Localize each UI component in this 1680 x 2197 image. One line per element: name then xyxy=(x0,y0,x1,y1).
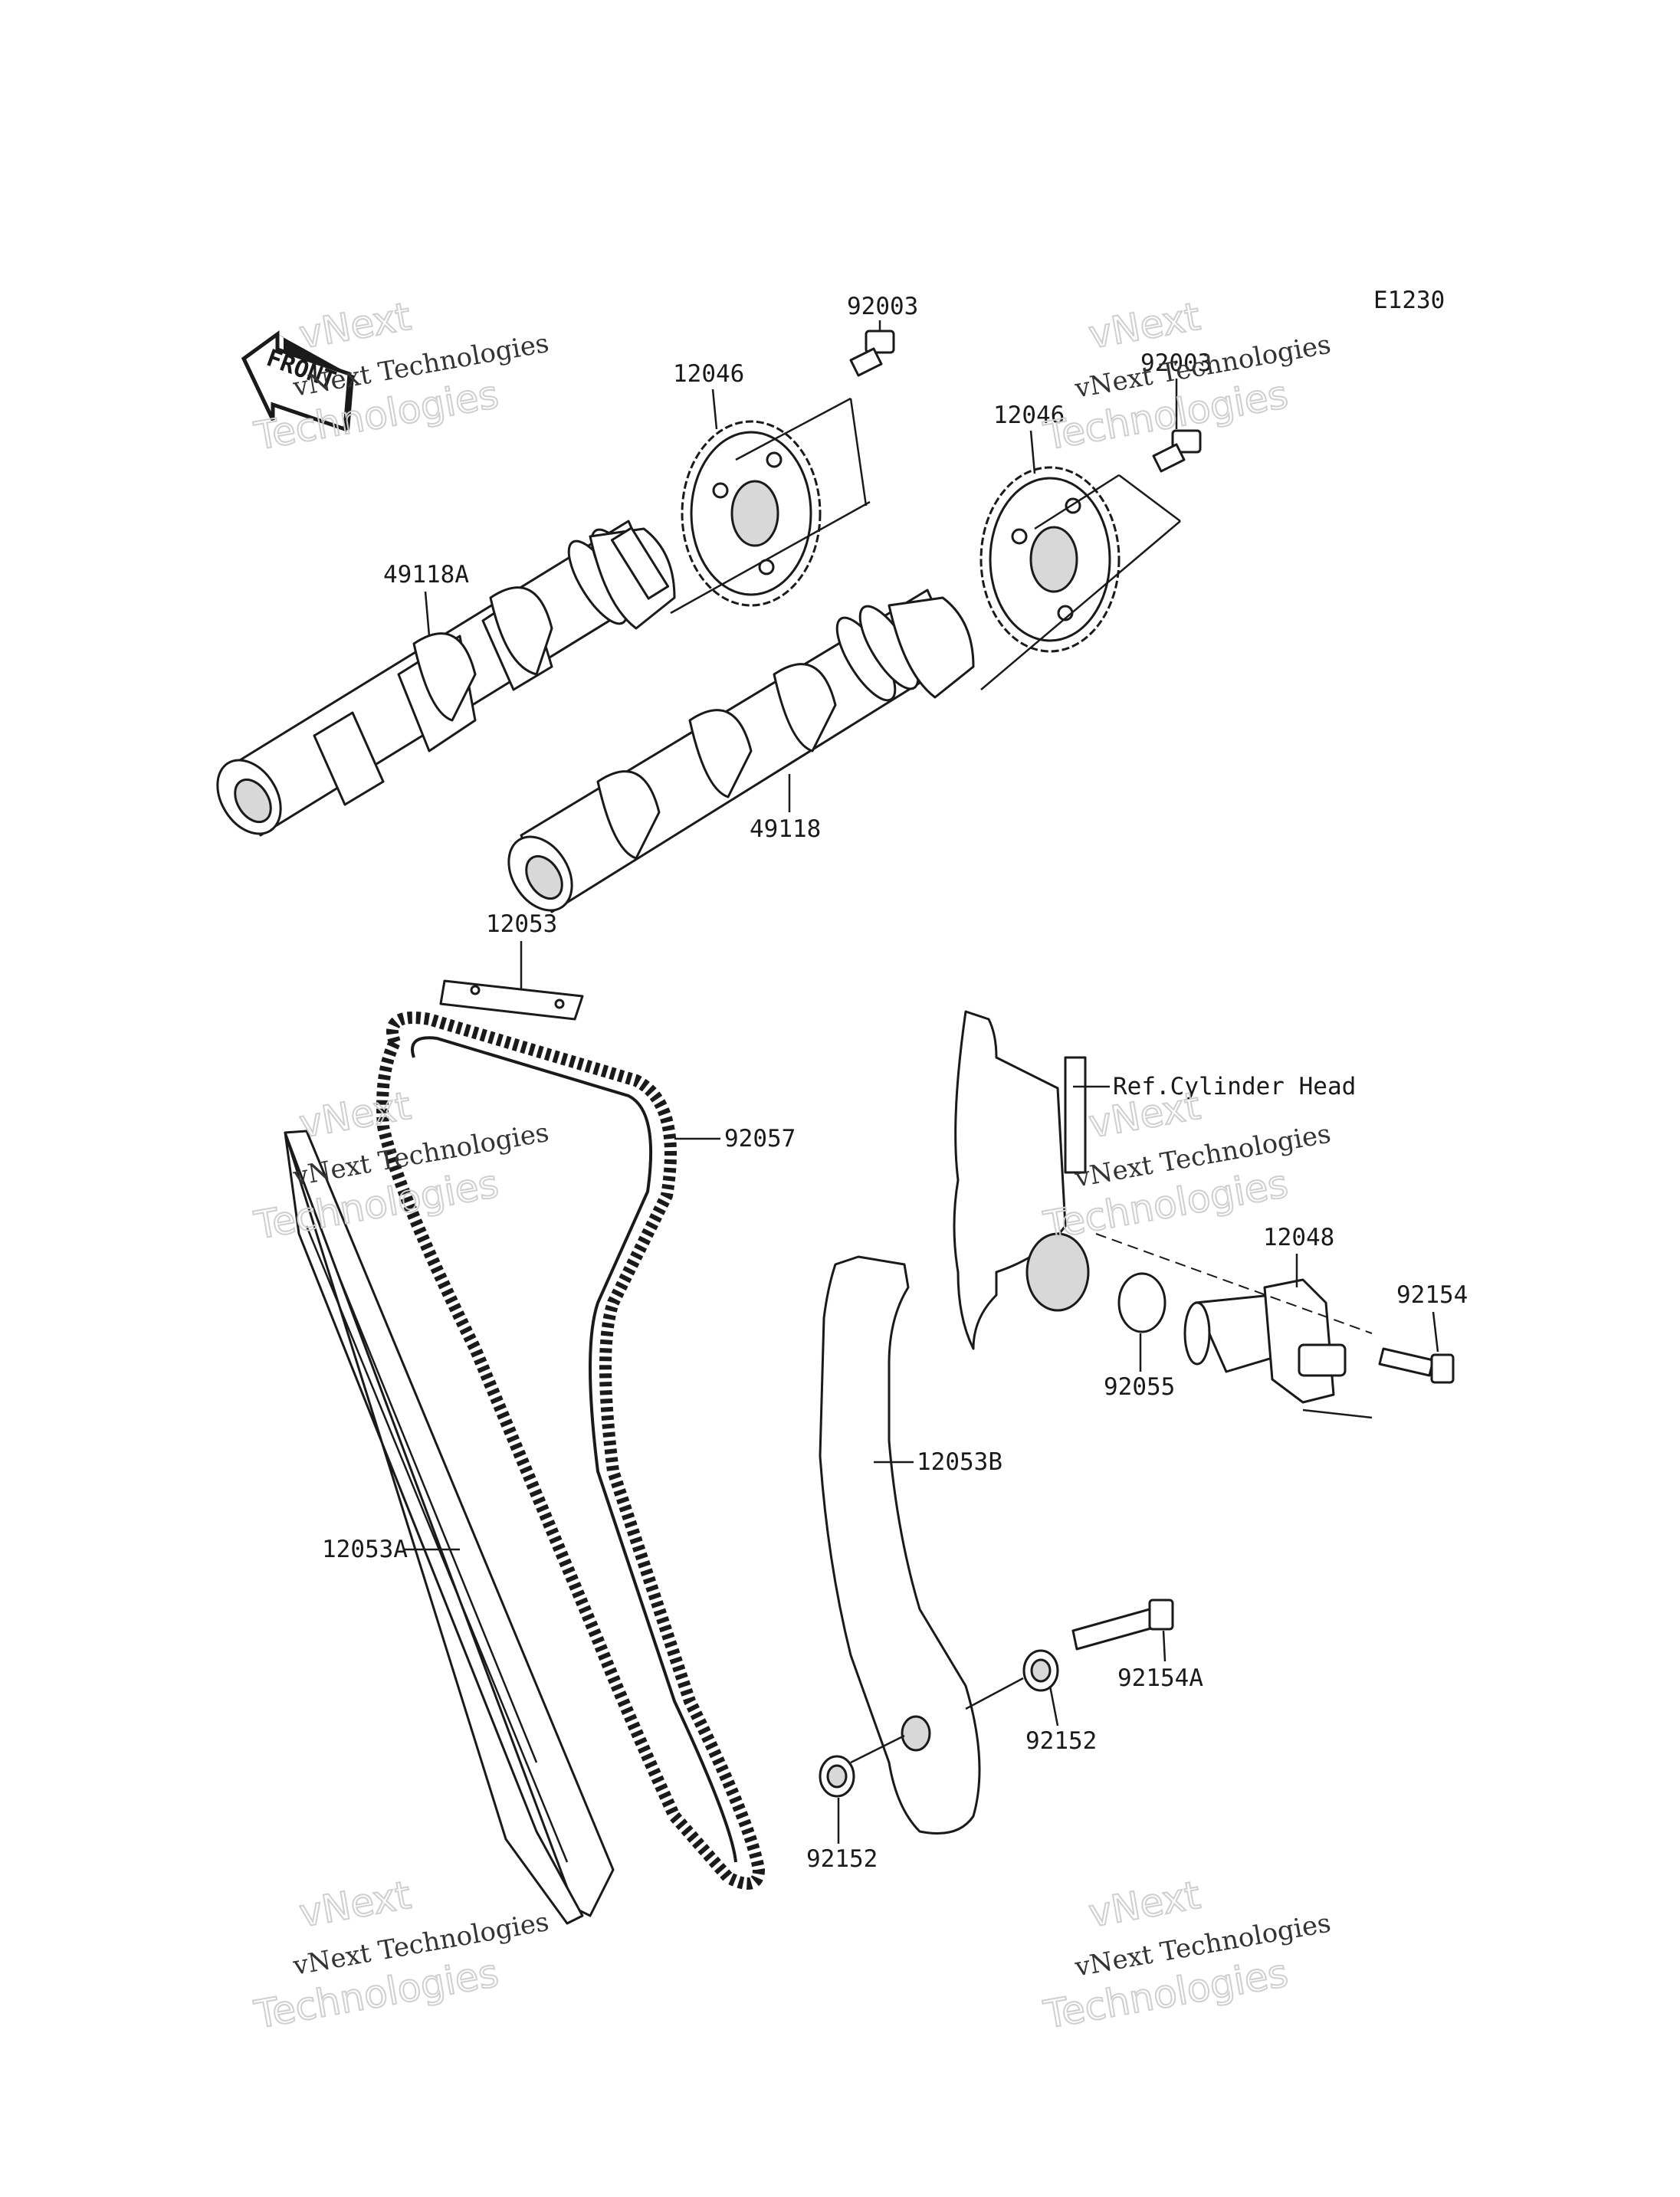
collar-92152-a xyxy=(965,1649,1059,1710)
callout-92152-b: 92152 xyxy=(806,1845,878,1873)
bolt-92154a xyxy=(1071,1599,1174,1651)
watermark-mid-left: vNext Technologies vNext Technologies xyxy=(250,1083,551,1249)
callout-92154: 92154 xyxy=(1396,1281,1468,1309)
collar-92152-b xyxy=(819,1734,905,1798)
callout-12046-b: 12046 xyxy=(993,402,1065,429)
guide-12053a xyxy=(284,1130,615,1925)
watermark-top-right: vNext Technologies vNext Technologies xyxy=(1039,293,1333,460)
svg-text:vNext: vNext xyxy=(1085,1873,1203,1936)
callout-92055: 92055 xyxy=(1104,1373,1175,1401)
svg-text:vNext: vNext xyxy=(296,294,414,357)
bolt-92003-a xyxy=(670,330,895,615)
cam-chain-92057 xyxy=(376,1012,766,1890)
o-ring-92055 xyxy=(1117,1272,1166,1333)
svg-text:vNext: vNext xyxy=(1085,1084,1203,1146)
watermark-bottom-right: vNext Technologies vNext Technologies xyxy=(1039,1872,1333,2038)
callout-12053a: 12053A xyxy=(322,1536,408,1563)
guide-12053 xyxy=(439,979,584,1021)
callout-12048: 12048 xyxy=(1263,1224,1334,1251)
svg-text:vNext: vNext xyxy=(296,1084,414,1146)
sprocket-12046-a xyxy=(681,420,822,607)
callout-92154a: 92154A xyxy=(1117,1664,1203,1692)
callout-49118a: 49118A xyxy=(383,561,469,589)
cylinder-head-ref xyxy=(953,1010,1090,1350)
diagram-code: E1230 xyxy=(1373,287,1445,314)
bolt-92154 xyxy=(1378,1347,1455,1384)
camshaft-49118a xyxy=(216,520,676,837)
svg-text:vNext: vNext xyxy=(1085,294,1203,357)
camshaft-49118 xyxy=(507,589,975,913)
callout-92003-b: 92003 xyxy=(1140,349,1212,377)
watermark-bottom-left: vNext Technologies vNext Technologies xyxy=(250,1872,551,2038)
callout-92057: 92057 xyxy=(724,1125,796,1153)
svg-text:vNext: vNext xyxy=(296,1873,414,1936)
bolt-92003-b xyxy=(980,429,1202,690)
sprocket-12046-b xyxy=(979,466,1121,653)
callout-49118: 49118 xyxy=(750,815,821,843)
tensioner-12048 xyxy=(1095,1233,1373,1419)
guide-12053b xyxy=(819,1255,981,1835)
callout-ref-cylinder-head: Ref.Cylinder Head xyxy=(1113,1073,1356,1100)
callout-12053b: 12053B xyxy=(917,1448,1002,1476)
callout-92152-a: 92152 xyxy=(1025,1727,1097,1755)
callout-12053: 12053 xyxy=(486,910,557,938)
callout-12046-a: 12046 xyxy=(673,360,744,388)
callout-92003-a: 92003 xyxy=(847,293,918,320)
